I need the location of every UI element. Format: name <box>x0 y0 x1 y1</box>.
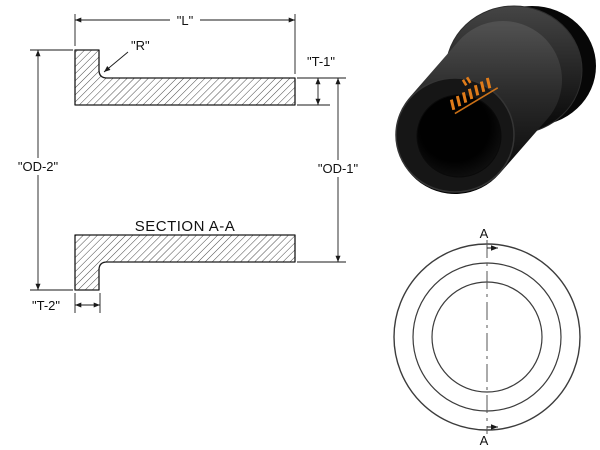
tagline-line <box>454 87 499 115</box>
section-cut-label-bottom: A <box>480 433 489 448</box>
dimension-t2: "T-2" <box>32 293 101 313</box>
marking-tick-icon <box>461 79 468 87</box>
section-cut-label-top: A <box>480 226 489 241</box>
label-mask <box>170 11 200 28</box>
lower-wall-hatched <box>74 234 296 291</box>
section-title: SECTION A-A <box>135 218 236 235</box>
part-cross-section <box>74 49 296 291</box>
dim-label-t2: "T-2" <box>32 298 60 313</box>
dimension-t1: "T-1" <box>297 54 346 106</box>
bore-opening <box>416 94 502 178</box>
dimension-od2: "OD-2" <box>12 49 73 291</box>
label-mask <box>312 160 364 177</box>
brand-marking <box>449 76 499 115</box>
section-arrow-bottom: A <box>480 424 498 448</box>
label-mask <box>12 158 64 175</box>
dimension-length: "L" <box>74 11 296 74</box>
dimension-od1: "OD-1" <box>297 78 364 263</box>
marking-tick-icon <box>465 76 472 84</box>
logo-lettering-strokes <box>449 77 492 111</box>
dim-label-length: "L" <box>177 13 194 28</box>
dimension-radius-callout: "R" <box>103 38 150 73</box>
dim-label-od2: "OD-2" <box>18 159 59 174</box>
upper-wall-hatched <box>74 49 296 106</box>
end-view: A A <box>393 226 581 448</box>
dim-label-radius: "R" <box>131 38 150 53</box>
leader-line <box>103 51 129 73</box>
render-3d <box>395 5 596 194</box>
dim-label-t1: "T-1" <box>307 54 335 69</box>
dim-label-od1: "OD-1" <box>318 161 359 176</box>
section-view: "L" "R" "T-1" "OD-1" "OD-2" <box>12 11 364 313</box>
section-arrow-top: A <box>480 226 498 251</box>
